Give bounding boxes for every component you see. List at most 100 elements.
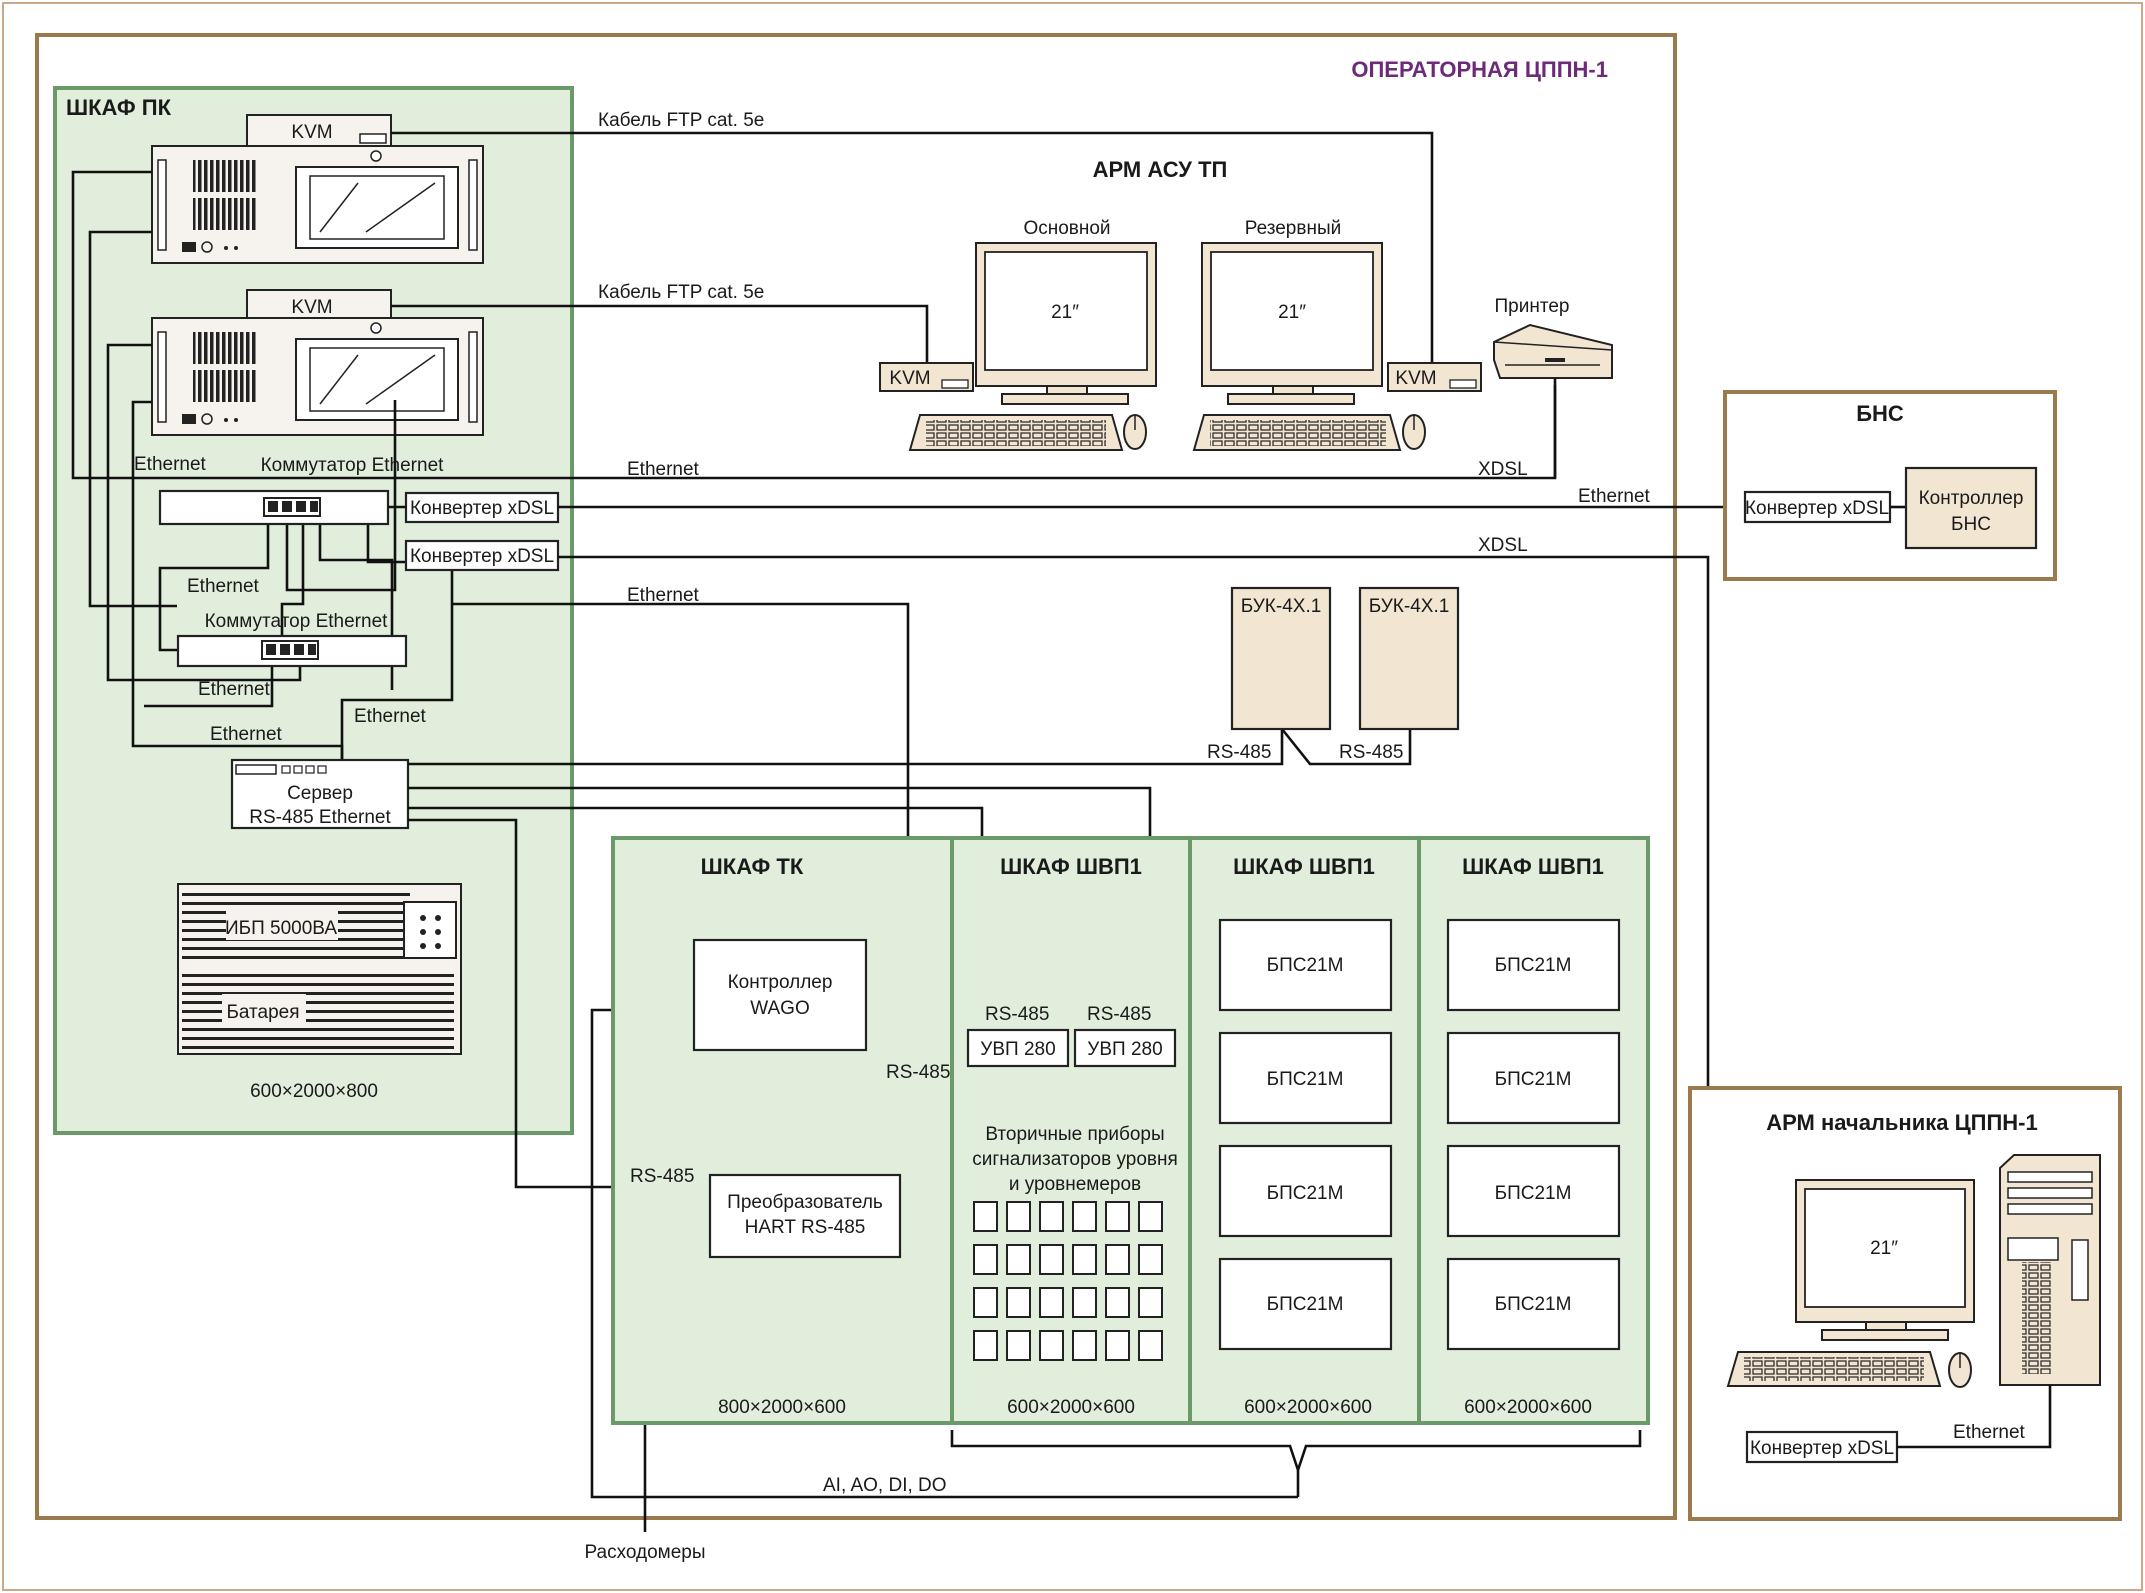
instrument-cell	[1006, 1201, 1031, 1232]
shvp1-sec-3: и уровнемеров	[1009, 1174, 1141, 1195]
converter-xdsl-2-label: Конвертер xDSL	[410, 546, 554, 567]
eth-label-e: Ethernet	[354, 706, 427, 727]
bps21m-2-4-label: БПС21М	[1267, 1294, 1344, 1315]
switch-ethernet-1	[158, 489, 390, 526]
instrument-cell	[1039, 1287, 1064, 1318]
instrument-cell	[1039, 1201, 1064, 1232]
keyboard-main	[908, 414, 1147, 451]
instrument-cell	[1039, 1330, 1064, 1361]
signals-label: AI, AO, DI, DO	[823, 1475, 947, 1496]
eth-label-d: Ethernet	[210, 724, 283, 745]
monitor-main-size: 21″	[1051, 302, 1079, 323]
server-rs485-ethernet: Сервер RS-485 Ethernet	[230, 758, 410, 830]
bps21m-3-4	[1446, 1257, 1621, 1351]
monitor-main: 21″	[975, 242, 1157, 405]
instrument-cell	[973, 1201, 998, 1232]
bps21m-2-3	[1218, 1144, 1393, 1238]
instrument-cell	[1039, 1244, 1064, 1275]
instrument-cell	[1072, 1287, 1097, 1318]
kvm-1-label: KVM	[291, 122, 332, 143]
kvm-right-label: KVM	[1395, 368, 1436, 389]
secondary-instruments-grid	[973, 1201, 1163, 1361]
tk-rs485-wago: RS-485	[886, 1062, 950, 1083]
hart-label-2: HART RS-485	[745, 1217, 866, 1238]
bps21m-3-2	[1446, 1031, 1621, 1125]
shkaf-tk-title: ШКАФ ТК	[701, 854, 804, 879]
bps21m-2-1	[1218, 918, 1393, 1012]
shkaf-pk-dims: 600×2000×800	[250, 1081, 378, 1102]
instrument-cell	[1138, 1244, 1163, 1275]
buk-2	[1358, 586, 1460, 731]
eth-label-c: Ethernet	[198, 679, 271, 700]
buk-units: БУК-4Х.1 БУК-4Х.1 RS-485 RS-485	[1207, 586, 1460, 763]
bps21m-3-1	[1446, 918, 1621, 1012]
shkaf-pk-title: ШКАФ ПК	[66, 95, 172, 120]
buk-1-label: БУК-4Х.1	[1241, 596, 1322, 617]
instrument-cell	[1072, 1201, 1097, 1232]
instrument-cell	[1006, 1330, 1031, 1361]
chief-eth-label: Ethernet	[1953, 1422, 2026, 1443]
printer	[1493, 323, 1613, 379]
shvp-bracket	[950, 1430, 1642, 1497]
kvm-2-label: KVM	[291, 297, 332, 318]
uvp-280-1-label: УВП 280	[980, 1039, 1055, 1060]
eth-label-a: Ethernet	[134, 454, 207, 475]
cable-eth-wago: Ethernet	[627, 585, 700, 606]
monitor-reserve: 21″	[1201, 242, 1383, 405]
bps21m-3-2-label: БПС21М	[1495, 1069, 1572, 1090]
tk-rs485-hart: RS-485	[630, 1166, 694, 1187]
switch-2-label: Коммутатор Ethernet	[205, 611, 389, 632]
wago-controller	[692, 938, 868, 1052]
switch-1-label: Коммутатор Ethernet	[261, 455, 445, 476]
shvp1-2-title: ШКАФ ШВП1	[1233, 854, 1375, 879]
server-label-1: Сервер	[287, 783, 353, 804]
battery-label: Батарея	[226, 1002, 299, 1023]
bps21m-2-1-label: БПС21М	[1267, 955, 1344, 976]
chief-pc-tower	[1999, 1154, 2101, 1386]
operatornaya-title: ОПЕРАТОРНАЯ ЦППН-1	[1351, 57, 1608, 82]
shkaf-tk: ШКАФ ТК Контроллер WAGO RS-485 RS-485 Пр…	[611, 836, 954, 1425]
shvp1-rs485-2: RS-485	[1087, 1004, 1151, 1025]
switch-1-ports	[263, 497, 321, 517]
instrument-cell	[1105, 1330, 1130, 1361]
printer-label: Принтер	[1495, 296, 1570, 317]
buk-2-label: БУК-4Х.1	[1369, 596, 1450, 617]
buk-rs485-1: RS-485	[1207, 742, 1271, 763]
uvp-280-1	[966, 1028, 1070, 1068]
bps21m-3-3-label: БПС21М	[1495, 1183, 1572, 1204]
arm-asu-tp: АРМ АСУ ТП Основной Резервный 21″ 21″	[879, 157, 1613, 478]
chief-converter	[1745, 1430, 1899, 1464]
cable-eth-main: Ethernet	[627, 459, 700, 480]
bps21m-2-3-label: БПС21М	[1267, 1183, 1344, 1204]
shvp1-sec-1: Вторичные приборы	[985, 1124, 1164, 1145]
uvp-280-2	[1073, 1028, 1177, 1068]
instrument-cell	[1138, 1330, 1163, 1361]
bns-title: БНС	[1856, 401, 1904, 426]
bns: БНС Конвертер xDSL Контроллер БНС	[1723, 390, 2057, 581]
shkaf-tk-dims: 800×2000×600	[718, 1397, 846, 1418]
bns-controller-label-2: БНС	[1951, 514, 1991, 535]
ups-label: ИБП 5000ВА	[225, 918, 337, 939]
buk-rs485-2: RS-485	[1339, 742, 1403, 763]
shvp1-sec-2: сигнализаторов уровня	[972, 1149, 1178, 1170]
bns-controller	[1904, 466, 2038, 550]
instrument-cell	[973, 1330, 998, 1361]
instrument-cell	[1072, 1244, 1097, 1275]
arm-asu-title: АРМ АСУ ТП	[1093, 157, 1228, 182]
keyboard-reserve	[1192, 414, 1426, 451]
shkaf-shvp1-2: ШКАФ ШВП1 БПС21М БПС21М БПС21М БПС21М 60…	[1188, 836, 1421, 1425]
shkaf-shvp1-1: ШКАФ ШВП1 RS-485 RS-485 УВП 280 УВП 280 …	[950, 836, 1192, 1425]
bps21m-3-3	[1446, 1144, 1621, 1238]
chief-keyboard	[1726, 1351, 1972, 1388]
converter-xdsl-2	[404, 539, 560, 572]
server-label-2: RS-485 Ethernet	[249, 807, 391, 828]
wago-label-2: WAGO	[750, 998, 809, 1019]
bns-converter-label: Конвертер xDSL	[1745, 498, 1889, 519]
instrument-cell	[1006, 1287, 1031, 1318]
instrument-cell	[1138, 1287, 1163, 1318]
ups-5000va: ИБП 5000ВА Батарея	[177, 883, 462, 1055]
arm-chief-title: АРМ начальника ЦППН-1	[1766, 1110, 2038, 1135]
monitor-reserve-size: 21″	[1278, 302, 1306, 323]
hart-converter	[708, 1173, 902, 1259]
